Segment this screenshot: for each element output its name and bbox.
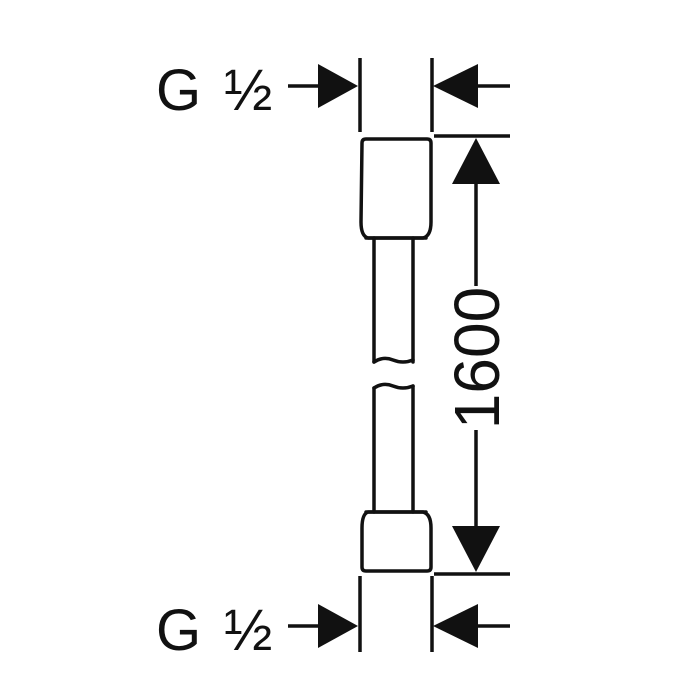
bottom-thread-letter: G: [156, 598, 201, 663]
length-dimension: [434, 134, 510, 576]
bottom-right-arrowhead: [433, 604, 478, 648]
top-thread-letter: G: [156, 58, 201, 123]
hose-lower-break: [372, 382, 415, 390]
top-right-arrowhead: [433, 64, 478, 108]
top-left-arrowhead: [318, 64, 358, 108]
top-thread-size: ½: [224, 58, 272, 123]
shower-hose: [359, 137, 433, 573]
top-thread-label: G ½: [156, 58, 272, 123]
length-dimension-value: 1600: [441, 287, 513, 429]
hose-upper-break: [372, 356, 415, 364]
bottom-left-arrowhead: [318, 604, 358, 648]
bottom-fitting: [360, 510, 433, 573]
length-bottom-arrowhead: [452, 526, 500, 572]
top-width-dimension: [288, 58, 510, 132]
bottom-width-dimension: [288, 576, 510, 652]
bottom-thread-label: G ½: [156, 598, 272, 663]
top-fitting: [359, 137, 433, 240]
length-top-arrowhead: [452, 138, 500, 184]
bottom-thread-size: ½: [224, 598, 272, 663]
